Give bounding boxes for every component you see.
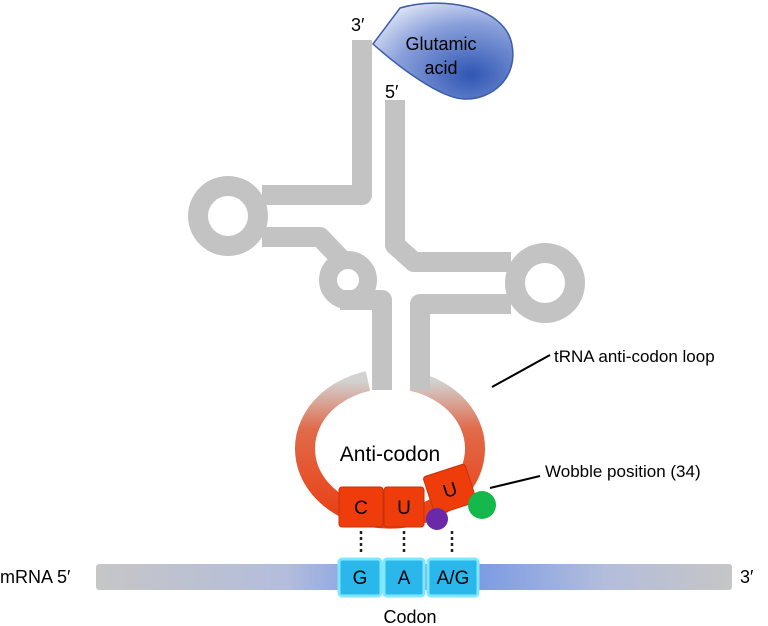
d-loop [188,176,268,256]
t-loop [505,243,585,323]
anticodon-base-1: C [338,486,384,528]
svg-text:A: A [398,568,411,589]
mrna-five-prime-label: mRNA 5′ [0,567,71,587]
svg-text:U: U [397,498,411,519]
amino-acid-label-line1: Glutamic [405,34,476,54]
wobble-leader-line [489,475,541,489]
codon-base-3: A/G [426,557,480,598]
svg-text:G: G [353,568,368,589]
svg-text:C: C [354,498,368,519]
base-pairing-lines [359,531,454,555]
codon-label: Codon [383,607,436,626]
wobble-position-callout: Wobble position (34) [545,462,701,481]
anticodon-base-3-wobble: U [423,463,477,515]
trna-backbone [262,40,511,390]
anticodon-loop-callout: tRNA anti-codon loop [554,347,715,366]
wobble-modification-green [468,491,496,519]
anticodon-label: Anti-codon [340,443,440,466]
variable-loop [319,251,377,309]
trna-five-prime-label: 5′ [385,82,399,102]
anticodon-base-2: U [383,486,425,528]
trna-three-prime-label: 3′ [351,15,365,35]
anticodon-loop-leader-line [491,354,551,388]
codon-base-1: G [337,557,383,598]
amino-acid-shape [371,2,514,100]
svg-text:U: U [441,479,461,503]
amino-acid-label-line2: acid [424,58,457,78]
svg-text:A/G: A/G [437,568,470,589]
codon-base-2: A [382,557,426,598]
mrna-three-prime-label: 3′ [740,567,754,587]
wobble-modification-purple [426,508,448,530]
